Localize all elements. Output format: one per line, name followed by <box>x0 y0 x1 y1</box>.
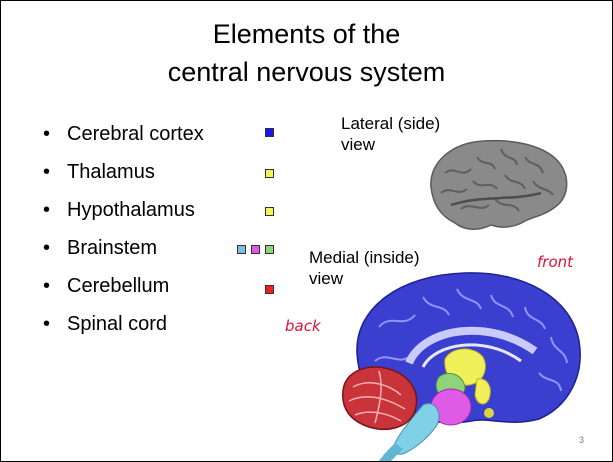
bullet-dot: • <box>43 271 50 301</box>
swatch-cerebral-cortex <box>265 128 274 137</box>
bullet-label: Cerebral cortex <box>67 123 204 145</box>
bullet-item: • Hypothalamus <box>41 195 204 233</box>
bullet-dot: • <box>43 157 50 187</box>
bullet-label: Cerebellum <box>67 275 169 297</box>
bullet-dot: • <box>43 233 50 263</box>
bullet-dot: • <box>43 119 50 149</box>
bullet-dot: • <box>43 309 50 339</box>
lateral-brain-image <box>421 135 571 235</box>
lateral-caption-line-1: Lateral (side) <box>341 113 440 134</box>
bullet-item: • Spinal cord <box>41 309 204 347</box>
bullet-dot: • <box>43 195 50 225</box>
bullet-list: • Cerebral cortex • Thalamus • Hypothalamus… <box>41 119 204 347</box>
swatch-thalamus <box>265 169 274 178</box>
title-line-1: Elements of the <box>1 15 612 53</box>
bullet-label: Brainstem <box>67 237 157 259</box>
swatch-brainstem-2 <box>251 245 260 254</box>
bullet-label: Spinal cord <box>67 313 167 335</box>
swatch-brainstem-3 <box>265 245 274 254</box>
slide-title: Elements of the central nervous system <box>1 15 612 91</box>
page-number: 3 <box>579 435 584 445</box>
bullet-label: Hypothalamus <box>67 199 195 221</box>
swatch-hypothalamus <box>265 207 274 216</box>
bullet-item: • Thalamus <box>41 157 204 195</box>
medial-caption-line-1: Medial (inside) <box>309 247 420 268</box>
handwritten-back-note: back <box>285 317 321 335</box>
bullet-item: • Cerebral cortex <box>41 119 204 157</box>
medial-brain-image <box>339 267 593 461</box>
bullet-item: • Cerebellum <box>41 271 204 309</box>
title-line-2: central nervous system <box>1 53 612 91</box>
bullet-item: • Brainstem <box>41 233 204 271</box>
swatch-brainstem-1 <box>237 245 246 254</box>
swatch-cerebellum <box>265 285 274 294</box>
bullet-label: Thalamus <box>67 161 155 183</box>
